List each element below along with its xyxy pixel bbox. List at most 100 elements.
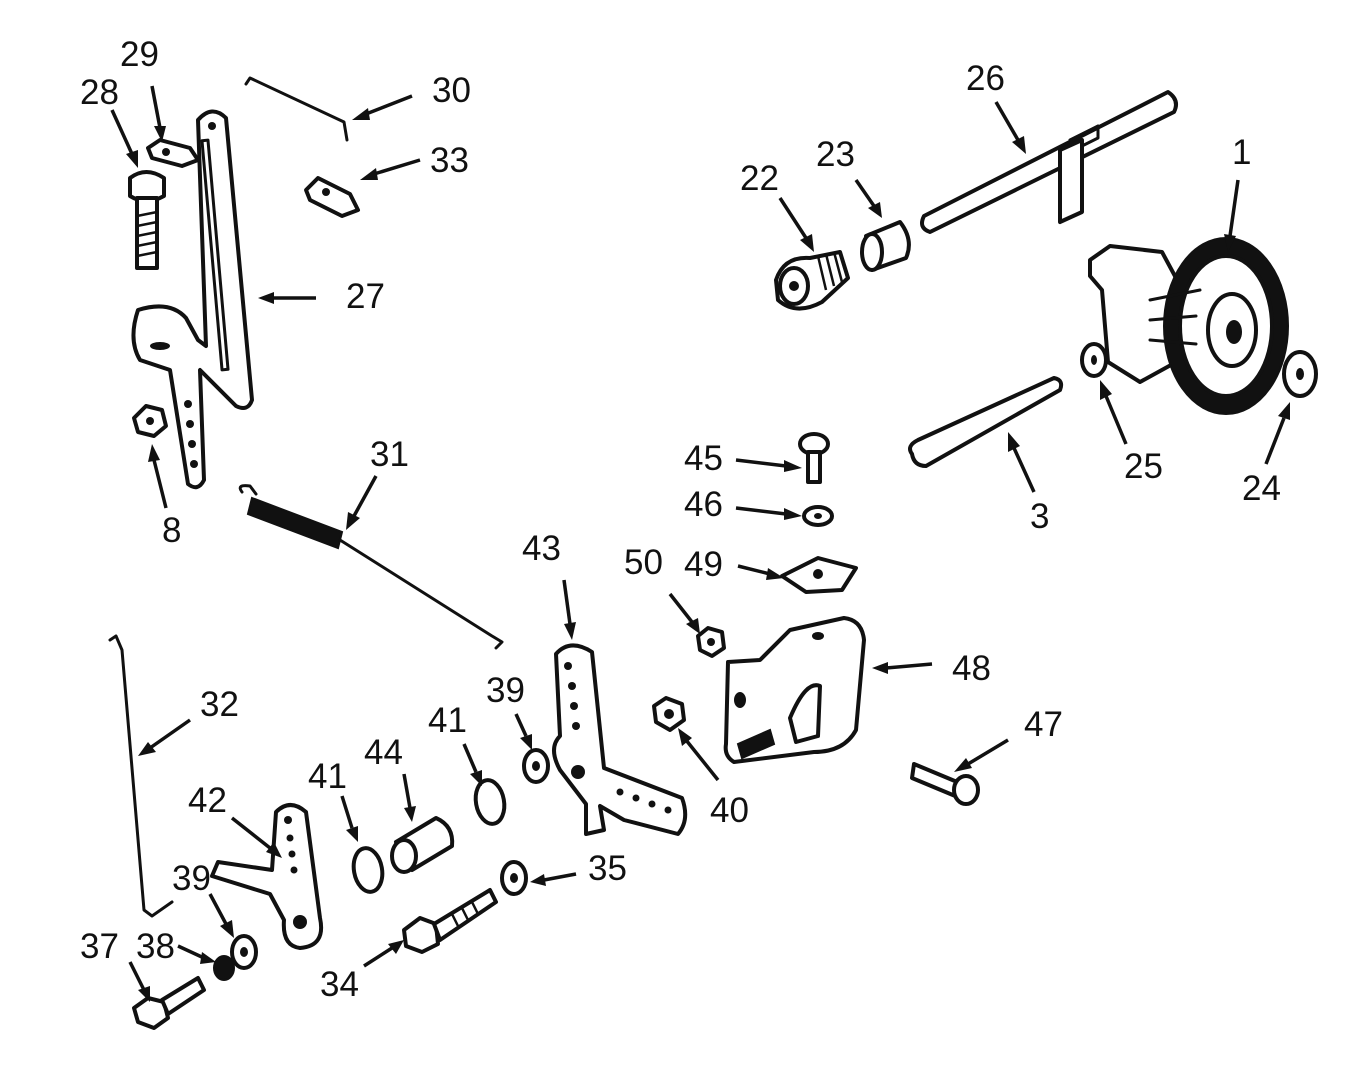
part-50-nut: [696, 626, 726, 658]
part-39-washer-upper: [522, 748, 550, 784]
callout-26: 26: [966, 59, 1005, 98]
part-8-nut: [132, 404, 168, 438]
callout-25: 25: [1124, 447, 1163, 486]
part-31-spring: [238, 484, 504, 650]
arrow-37: [128, 961, 150, 1002]
callout-41-lower: 41: [308, 757, 347, 796]
arrow-50: [668, 592, 700, 634]
part-30-rod: [244, 76, 349, 142]
part-39-washer-lower: [230, 934, 258, 970]
callout-33: 33: [430, 141, 469, 180]
arrow-28: [110, 109, 138, 168]
callout-30: 30: [432, 71, 471, 110]
callout-1: 1: [1232, 133, 1251, 172]
arrow-42: [230, 816, 282, 858]
part-34-bolt: [402, 888, 498, 954]
part-48-bracket: [723, 616, 866, 764]
arrow-41b: [340, 795, 358, 842]
arrow-48: [872, 662, 933, 674]
callout-24: 24: [1242, 469, 1281, 508]
arrow-25: [1100, 380, 1128, 445]
callout-37: 37: [80, 927, 119, 966]
gear-teeth: [1163, 237, 1289, 415]
part-43-lever-plate: [552, 643, 688, 836]
callout-34: 34: [320, 965, 359, 1004]
leader-arrows: [110, 85, 1290, 1002]
part-24-washer: [1282, 350, 1318, 398]
part-45-screw: [798, 432, 830, 484]
arrow-40: [678, 728, 720, 782]
callout-49: 49: [684, 545, 723, 584]
callout-46: 46: [684, 485, 723, 524]
part-25-washer: [1080, 342, 1108, 378]
arrow-8: [148, 444, 168, 509]
arrow-34: [363, 940, 404, 968]
part-29-clip: [146, 138, 200, 168]
callout-42: 42: [188, 781, 227, 820]
callout-23: 23: [816, 135, 855, 174]
callout-27: 27: [346, 277, 385, 316]
arrow-32: [138, 718, 192, 756]
arrow-47: [954, 738, 1009, 772]
part-49-clip-plate: [780, 556, 858, 594]
part-38-nut: [213, 955, 235, 981]
arrow-30: [352, 94, 413, 120]
part-26-shaft: [920, 90, 1178, 234]
callout-35: 35: [588, 849, 627, 888]
arrow-33: [360, 158, 421, 180]
arrow-39a: [514, 713, 532, 750]
part-44-bushing: [390, 816, 455, 874]
arrow-1: [1224, 179, 1240, 252]
arrow-46: [735, 506, 802, 520]
part-40-nut: [652, 696, 686, 732]
arrow-49: [737, 564, 784, 580]
callout-50: 50: [624, 543, 663, 582]
arrow-23: [854, 179, 882, 218]
arrow-43: [562, 579, 576, 640]
part-42-lever: [210, 803, 323, 950]
arrow-39b: [208, 893, 234, 938]
arrow-27: [258, 292, 316, 304]
callout-41-upper: 41: [428, 701, 467, 740]
callout-47: 47: [1024, 705, 1063, 744]
part-22-plug: [774, 250, 850, 311]
callout-31: 31: [370, 435, 409, 474]
callout-40: 40: [710, 791, 749, 830]
arrow-22: [778, 197, 814, 252]
part-35-washer: [500, 860, 528, 896]
part-28-bolt: [128, 170, 166, 270]
arrow-24: [1264, 402, 1290, 465]
part-32-rod: [108, 634, 174, 918]
callout-32: 32: [200, 685, 239, 724]
part-41-ring-lower: [351, 846, 385, 894]
arrow-38: [177, 944, 216, 964]
callout-43: 43: [522, 529, 561, 568]
callout-48: 48: [952, 649, 991, 688]
part-1-gear-assembly: [1088, 237, 1289, 415]
part-41-ring-upper: [473, 778, 507, 826]
arrow-45: [735, 458, 802, 472]
part-33-clip: [304, 176, 360, 218]
callout-22: 22: [740, 159, 779, 198]
callout-45: 45: [684, 439, 723, 478]
part-23-bushing: [860, 220, 911, 272]
callout-39-lower: 39: [172, 859, 211, 898]
callout-29: 29: [120, 35, 159, 74]
part-47-screw: [910, 762, 980, 806]
arrow-35: [530, 872, 577, 886]
callout-38: 38: [136, 927, 175, 966]
part-46-lock-washer: [802, 505, 834, 527]
arrow-44: [402, 773, 416, 822]
callout-44: 44: [364, 733, 403, 772]
callout-3: 3: [1030, 497, 1049, 536]
arrow-26: [994, 101, 1026, 154]
part-27-lever-bracket: [131, 109, 254, 490]
callout-28: 28: [80, 73, 119, 112]
arrow-3: [1008, 432, 1036, 493]
part-3-pin: [908, 376, 1064, 468]
arrow-29: [150, 85, 166, 142]
part-37-bolt: [132, 976, 206, 1030]
arrow-41a: [462, 743, 482, 786]
arrow-31: [346, 475, 378, 530]
